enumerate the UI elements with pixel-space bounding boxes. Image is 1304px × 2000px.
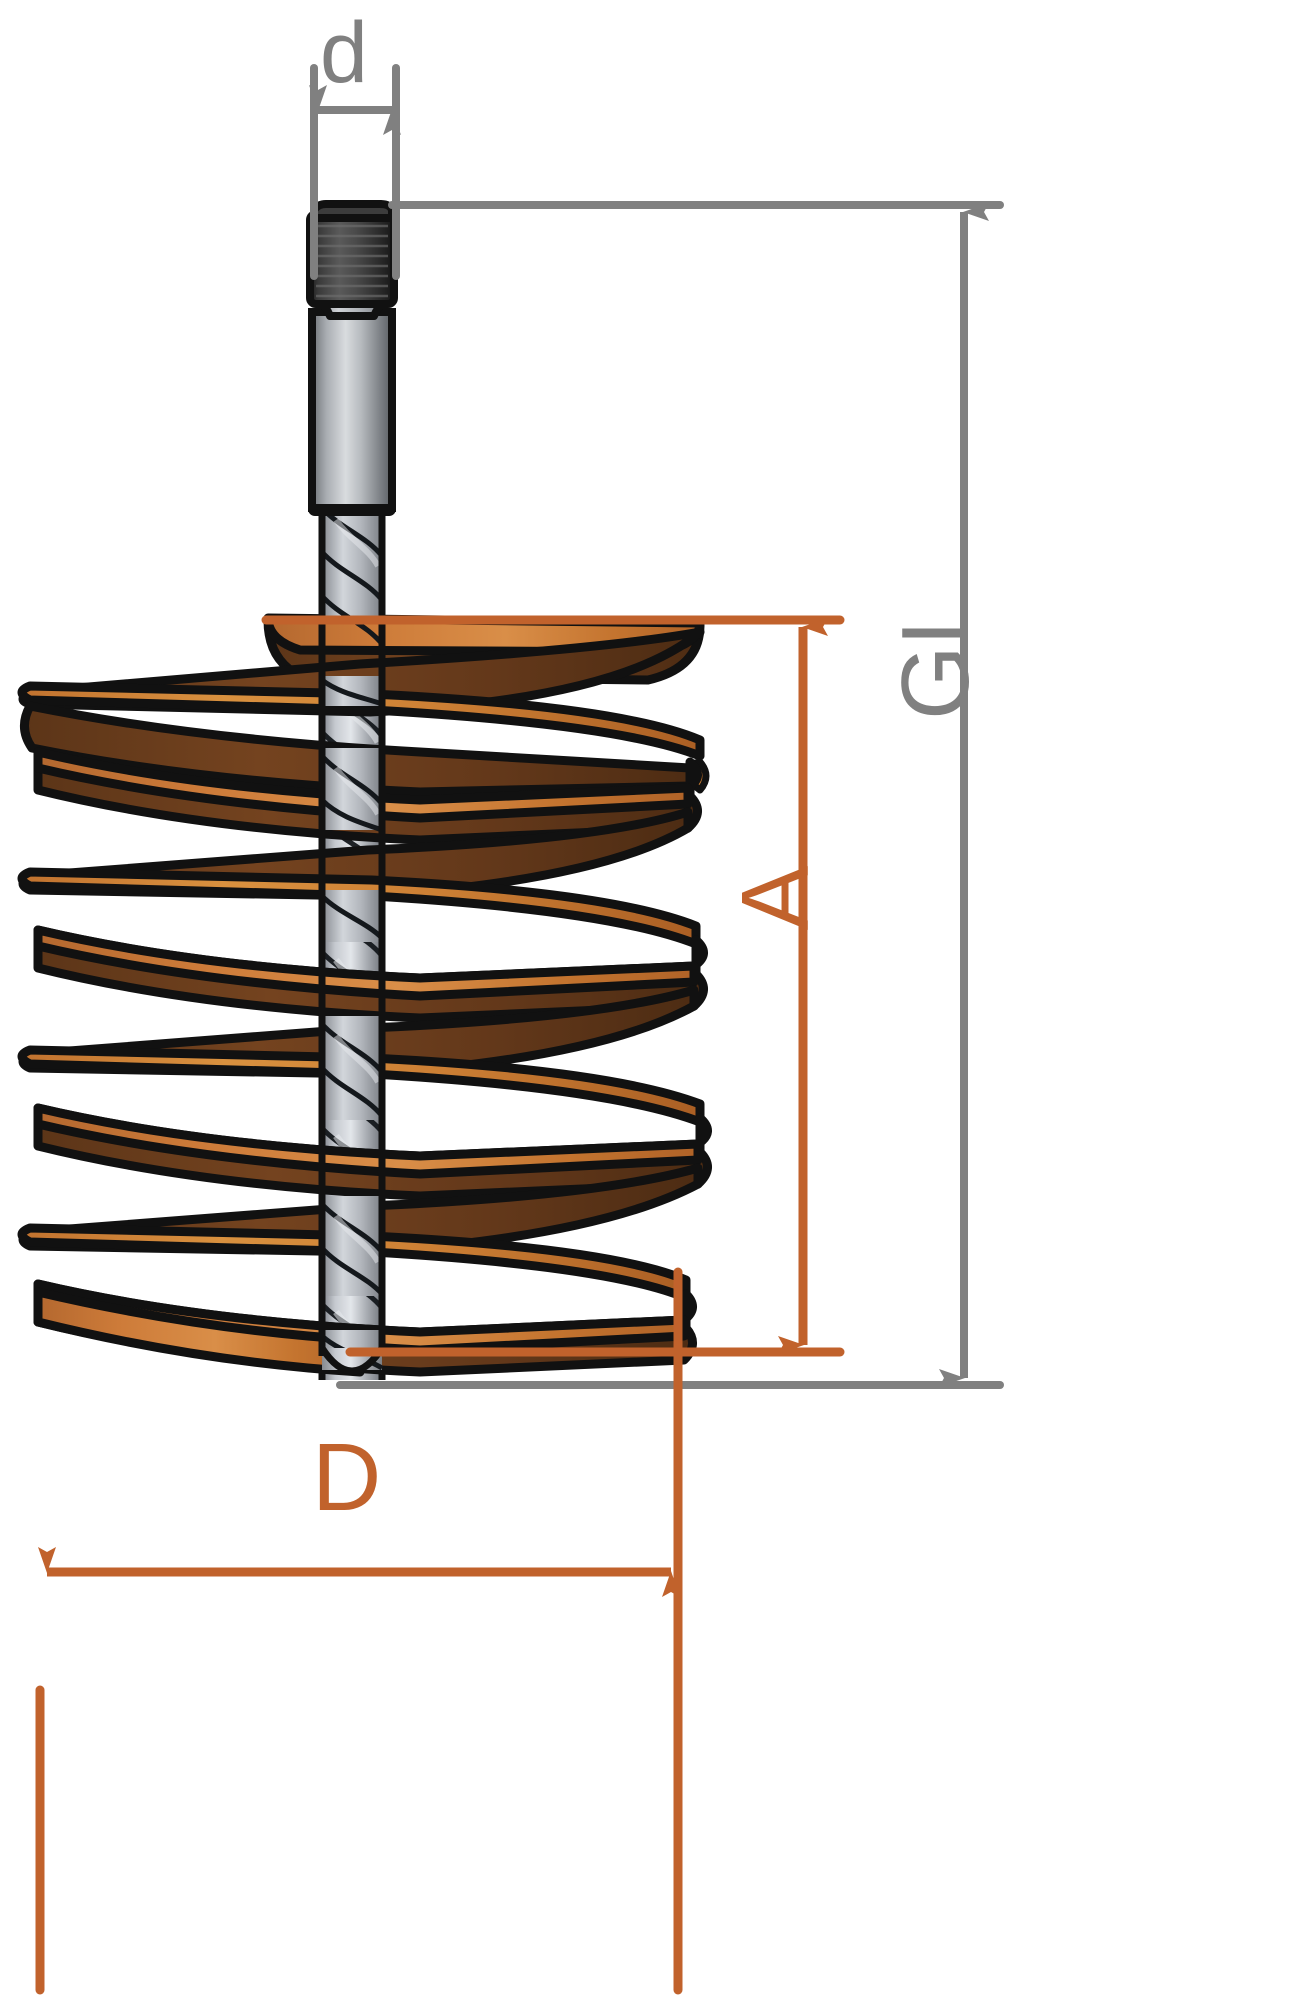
dimension-label-d: d xyxy=(320,5,368,101)
spiral-brush-fin xyxy=(17,627,705,761)
dimension-A xyxy=(261,615,845,1357)
spiral-brush-fin xyxy=(17,807,701,949)
dimension-GL xyxy=(336,201,1004,1389)
collar-cap xyxy=(310,200,396,222)
twisted-wire-core-front xyxy=(318,500,386,1375)
shaft-body xyxy=(308,308,396,512)
dimension-label-gl: GL xyxy=(882,591,989,720)
threaded-collar xyxy=(306,210,398,308)
dimension-label-d-diameter: D xyxy=(312,1424,382,1531)
threaded-shaft-assembly xyxy=(306,200,398,516)
dimension-label-a: A xyxy=(722,865,829,930)
spiral-brush-fin xyxy=(33,1287,365,1377)
dimension-D xyxy=(35,1267,683,1995)
dimension-d xyxy=(309,64,401,280)
spiral-brush-body xyxy=(17,500,712,1380)
